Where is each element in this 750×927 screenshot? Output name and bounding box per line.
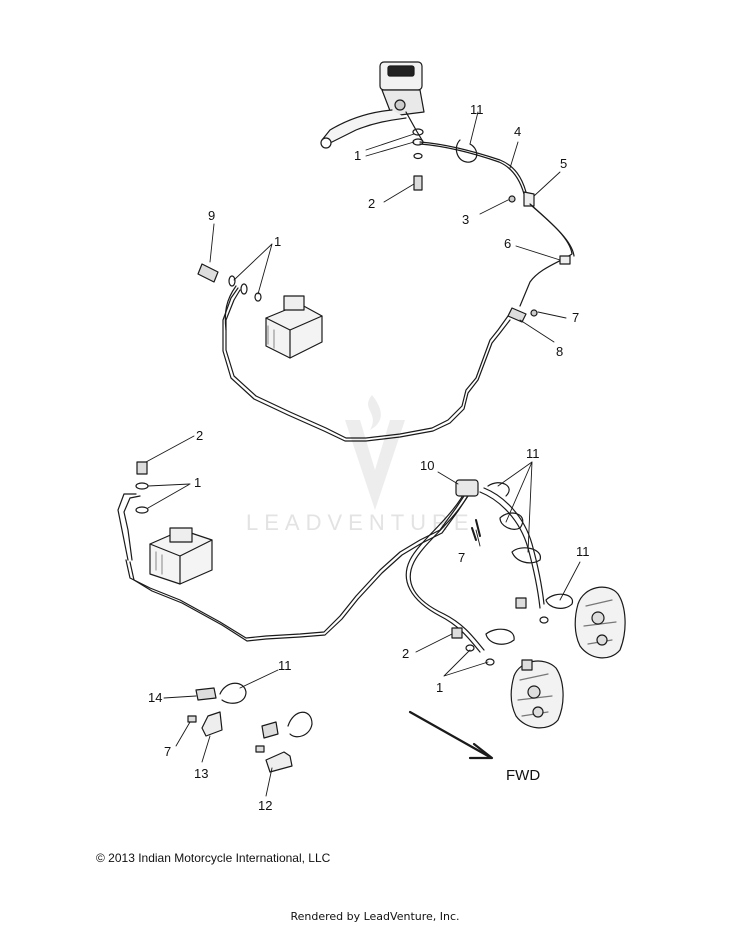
callout-1-abs-lower: 1 bbox=[194, 475, 201, 490]
leader-lines bbox=[145, 111, 581, 797]
callout-11-bottom: 11 bbox=[278, 658, 292, 673]
watermark: LEADVENTURE bbox=[246, 395, 475, 535]
callout-1-abs-upper: 1 bbox=[274, 234, 281, 249]
front-master-cylinder bbox=[320, 61, 425, 149]
rendered-by-footer: Rendered by LeadVenture, Inc. bbox=[290, 910, 460, 923]
callout-2-caliper: 2 bbox=[402, 646, 409, 661]
brake-hose-right bbox=[479, 491, 541, 609]
bracket-12 bbox=[265, 751, 293, 773]
callout-1-upper: 1 bbox=[354, 148, 361, 163]
front-caliper-right bbox=[574, 586, 626, 659]
bracket-13 bbox=[187, 711, 223, 737]
callout-7-upper: 7 bbox=[572, 310, 579, 325]
hose-junction-block bbox=[455, 479, 479, 497]
callout-12: 12 bbox=[258, 798, 272, 813]
clip-loop-11-c bbox=[511, 547, 541, 564]
callout-9: 9 bbox=[208, 208, 215, 223]
callout-3: 3 bbox=[462, 212, 469, 227]
callout-5: 5 bbox=[560, 156, 567, 171]
callout-7-hoses: 7 bbox=[458, 550, 465, 565]
clip-loop-11-e bbox=[485, 628, 515, 645]
callout-11-hoses: 11 bbox=[526, 446, 540, 461]
clip-loop-11-bottom-a bbox=[219, 682, 247, 704]
clip-loop-11-b bbox=[499, 512, 524, 530]
clip-loop-11-a bbox=[487, 482, 510, 497]
brake-line-4 bbox=[419, 141, 527, 193]
abs-modulator-lower bbox=[149, 527, 213, 585]
forward-arrow-icon bbox=[408, 710, 494, 760]
brake-line-upper-abs bbox=[225, 289, 509, 439]
copyright-notice: © 2013 Indian Motorcycle International, … bbox=[96, 851, 331, 865]
clip-loop-11-bottom-b bbox=[287, 711, 313, 738]
clip-loop-11-upper bbox=[455, 139, 478, 163]
clip-14 bbox=[195, 687, 217, 701]
callout-8: 8 bbox=[556, 344, 563, 359]
callout-7-bottom: 7 bbox=[164, 744, 171, 759]
watermark-logo-icon bbox=[345, 420, 405, 510]
clip-loop-11-d bbox=[545, 593, 574, 609]
upper-abs-fittings bbox=[197, 263, 262, 331]
lower-abs-fittings bbox=[117, 461, 149, 561]
abs-modulator-upper bbox=[265, 295, 323, 359]
callout-11-upper: 11 bbox=[470, 102, 484, 117]
callout-4: 4 bbox=[514, 124, 521, 139]
callout-labels: 1 2 3 4 5 6 7 8 9 1 11 2 1 10 11 7 11 2 … bbox=[148, 102, 590, 813]
front-caliper-left bbox=[510, 659, 564, 729]
callout-6: 6 bbox=[504, 236, 511, 251]
callout-13: 13 bbox=[194, 766, 208, 781]
callout-2-upper: 2 bbox=[368, 196, 375, 211]
brake-line-lower-abs bbox=[125, 489, 469, 639]
watermark-text: LEADVENTURE bbox=[246, 510, 475, 535]
callout-11-caliper: 11 bbox=[576, 544, 590, 559]
callout-2-abs-lower: 2 bbox=[196, 428, 203, 443]
callout-14: 14 bbox=[148, 690, 162, 705]
fwd-label: FWD bbox=[506, 767, 540, 784]
callout-1-caliper: 1 bbox=[436, 680, 443, 695]
clip-block-12 bbox=[255, 721, 279, 753]
callout-10: 10 bbox=[420, 458, 434, 473]
